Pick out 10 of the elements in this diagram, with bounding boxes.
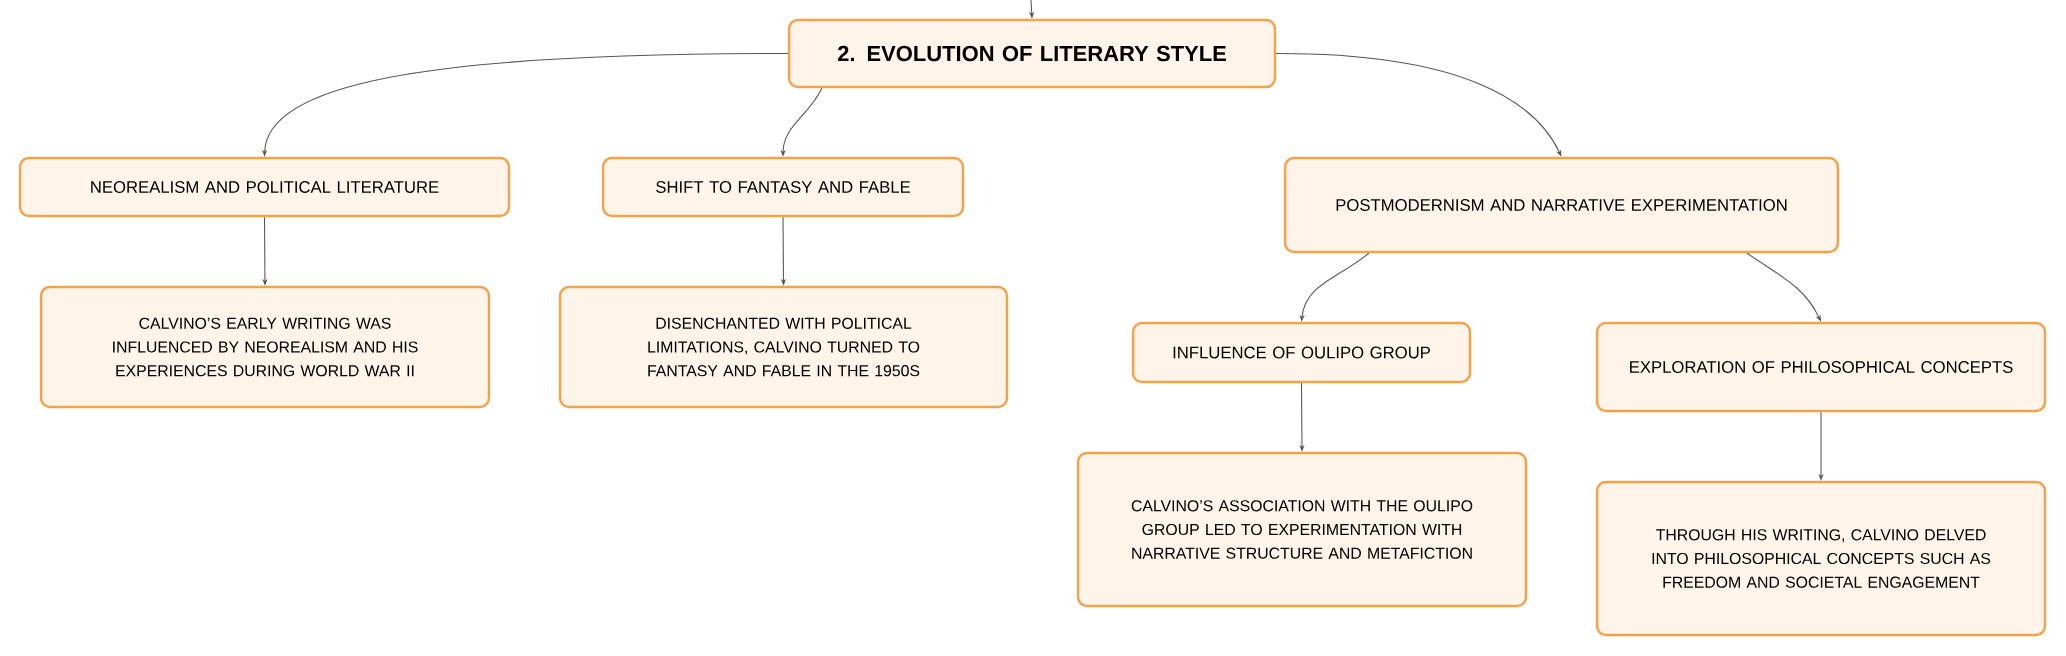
topic-box: NEOREALISM AND POLITICAL LITERATURE <box>18 156 511 218</box>
description-box: THROUGH HIS WRITING, CALVINO DELVED INTO PHILOSOPHICAL CONCEPTS SUCH AS FREEDOM AND SOCIETAL ENGAGEMENT <box>1595 480 2047 637</box>
topic-box: INFLUENCE OF OULIPO GROUP <box>1131 321 1472 384</box>
topic-box: POSTMODERNISM AND NARRATIVE EXPERIMENTATION <box>1283 156 1840 254</box>
description-box: CALVINO’S EARLY WRITING WAS INFLUENCED BY NEOREALISM AND HIS EXPERIENCES DURING WORLD WAR II <box>39 285 491 409</box>
topic-box: SHIFT TO FANTASY AND FABLE <box>601 156 965 218</box>
title-box: 2. EVOLUTION OF LITERARY STYLE <box>787 18 1277 89</box>
description-box: DISENCHANTED WITH POLITICAL LIMITATIONS, CALVINO TURNED TO FANTASY AND FABLE IN THE 1950S <box>558 285 1009 409</box>
description-box: CALVINO’S ASSOCIATION WITH THE OULIPO GROUP LED TO EXPERIMENTATION WITH NARRATIVE STRUCTURE AND METAFICTION <box>1076 451 1528 608</box>
topic-box: EXPLORATION OF PHILOSOPHICAL CONCEPTS <box>1595 321 2047 413</box>
